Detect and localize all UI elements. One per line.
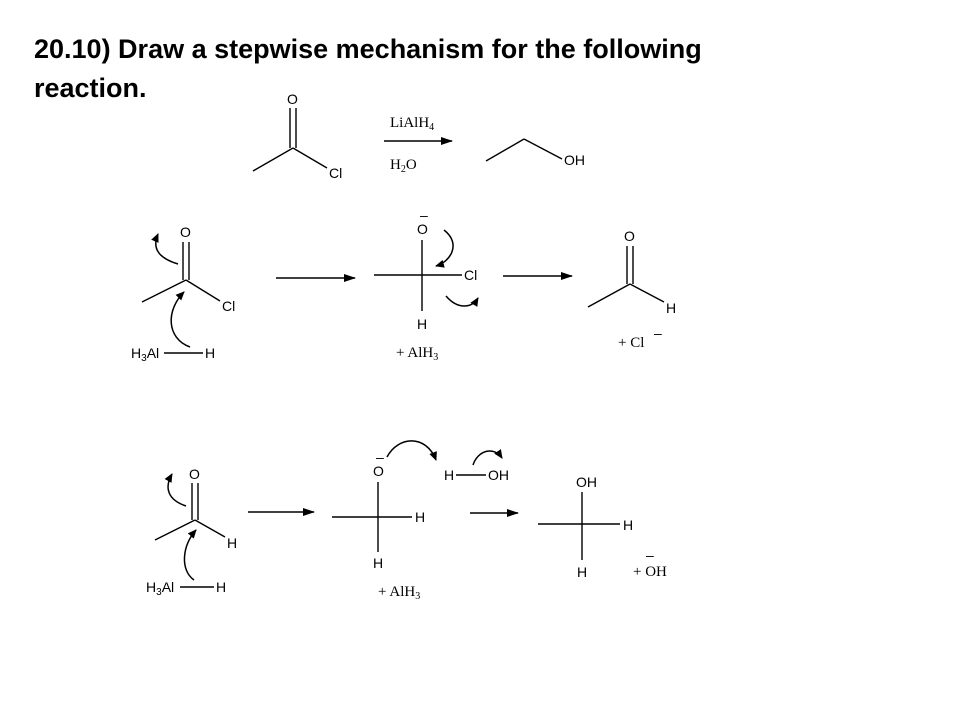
- svg-text:H3Al: H3Al: [131, 345, 159, 364]
- methyl-bond: [587, 283, 631, 308]
- reform-carbonyl-curly-arrow: [435, 229, 454, 268]
- hydride-subscript: 3: [141, 353, 147, 364]
- hydride-al: Al: [147, 345, 159, 361]
- alkoxide-intermediate: – O H H + AlH3: [332, 440, 437, 602]
- hydride-h-label: H: [205, 345, 215, 361]
- oxygen-label: O: [189, 466, 200, 482]
- c-h-bond: [629, 283, 665, 303]
- reagent-lialh: LiAlH: [390, 115, 429, 131]
- aldehyde-reactant: O H: [154, 466, 237, 551]
- methyl-bond: [154, 519, 196, 541]
- title-line-1: 20.10) Draw a stepwise mechanism for the…: [34, 34, 702, 64]
- byproduct-subscript: 3: [433, 352, 438, 363]
- hydride-h3: H: [146, 579, 156, 595]
- methyl-bond: [141, 279, 187, 303]
- hydroxyl-label: OH: [564, 152, 585, 168]
- oxygen-label: O: [180, 224, 191, 240]
- hydroxyl-label: OH: [576, 474, 597, 490]
- ethanol-bond-2: [523, 138, 563, 160]
- hydrogen-bottom-label: H: [577, 564, 587, 580]
- ethanol-bond-1: [485, 138, 525, 162]
- hydrogen-right-label: H: [415, 509, 425, 525]
- chlorine-label: Cl: [222, 298, 235, 314]
- step-1-addition-elimination: O Cl H3Al H – O Cl H + AlH3: [131, 207, 676, 364]
- oxygen-negative-charge: –: [420, 207, 428, 223]
- ethanol-product: OH H H – + OH: [538, 474, 667, 580]
- hydride-attack-curly-arrow: [183, 529, 197, 581]
- hydride-h3: H: [131, 345, 141, 361]
- oxygen-label: O: [417, 221, 428, 237]
- hydrogen-bottom-label: H: [373, 555, 383, 571]
- reagent-water-h: H: [390, 157, 401, 173]
- acetaldehyde-intermediate: O H + Cl –: [587, 228, 676, 351]
- ethanol-product: OH: [485, 138, 585, 168]
- pi-bond-to-oxygen-curly-arrow: [164, 473, 187, 507]
- chlorine-label: Cl: [329, 165, 342, 181]
- hydroxide-ion: + OH: [633, 564, 667, 580]
- reagent-water-o: O: [406, 157, 417, 173]
- hydride-subscript: 3: [156, 587, 162, 598]
- acyl-chloride-reactant: O Cl: [141, 224, 235, 314]
- byproduct-alh: + AlH: [396, 345, 433, 361]
- water: H OH: [444, 449, 509, 483]
- c-cl-bond: [292, 147, 328, 169]
- c-cl-bond: [185, 279, 221, 302]
- oxygen-negative-charge: –: [376, 449, 384, 465]
- hydride-al: Al: [162, 579, 174, 595]
- acetyl-chloride-starting-material: O Cl: [252, 91, 342, 181]
- step-2-reduction-protonation: O H H3Al H – O H H + AlH3 H: [146, 440, 667, 602]
- question-title: 20.10) Draw a stepwise mechanism for the…: [34, 30, 934, 108]
- water-h-label: H: [444, 467, 454, 483]
- hydroxide-charge: –: [646, 547, 654, 563]
- hydrogen-right-label: H: [623, 517, 633, 533]
- oxygen-label: O: [624, 228, 635, 244]
- hydride-donor: H3Al H: [146, 529, 226, 598]
- hydride-h-label: H: [216, 579, 226, 595]
- c-h-bond: [194, 519, 226, 538]
- svg-text:H3Al: H3Al: [146, 579, 174, 598]
- reagent-water-subscript: 2: [401, 164, 406, 175]
- hydrogen-label: H: [227, 535, 237, 551]
- svg-text:+ AlH3: + AlH3: [378, 584, 420, 602]
- oh-bond-break-curly-arrow: [472, 449, 503, 466]
- hydrogen-label: H: [417, 316, 427, 332]
- reagent-arrow: LiAlH4 H2O: [384, 115, 453, 175]
- byproduct-alh: + AlH: [378, 584, 415, 600]
- chloride-ion: + Cl: [618, 335, 644, 351]
- hydride-attack-curly-arrow: [170, 291, 191, 348]
- reagent-lialh-subscript: 4: [429, 122, 434, 133]
- svg-text:H2O: H2O: [390, 157, 417, 175]
- oxygen-label: O: [373, 463, 384, 479]
- hydride-donor: H3Al H: [131, 291, 215, 364]
- tetrahedral-intermediate: – O Cl H + AlH3: [374, 207, 479, 363]
- methyl-bond: [252, 147, 294, 172]
- protonation-curly-arrow: [386, 440, 437, 461]
- svg-text:LiAlH4: LiAlH4: [390, 115, 434, 133]
- oxygen-label: O: [287, 91, 298, 107]
- byproduct-subscript: 3: [415, 591, 420, 602]
- chlorine-label: Cl: [464, 267, 477, 283]
- title-line-2: reaction.: [34, 73, 147, 103]
- pi-bond-to-oxygen-curly-arrow: [151, 233, 179, 265]
- chloride-charge: –: [654, 325, 662, 341]
- water-oh-label: OH: [488, 467, 509, 483]
- svg-text:+ AlH3: + AlH3: [396, 345, 438, 363]
- hydrogen-label: H: [666, 300, 676, 316]
- chloride-leaving-curly-arrow: [445, 295, 479, 307]
- overall-reaction: O Cl LiAlH4 H2O OH: [252, 91, 585, 181]
